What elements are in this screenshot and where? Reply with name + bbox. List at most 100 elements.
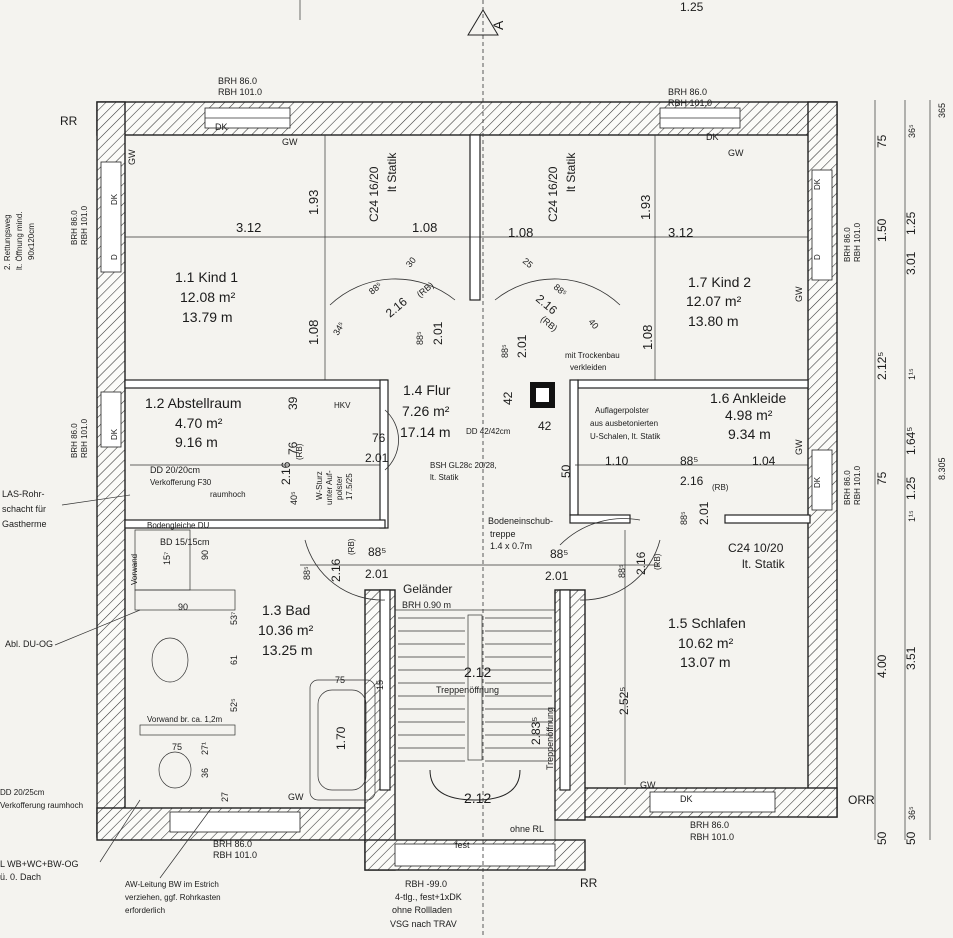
room-area: 10.62 m² xyxy=(678,635,734,651)
room-flur[interactable]: 1.4 Flur 7.26 m² 17.14 m xyxy=(400,382,451,440)
note: lt. Statik xyxy=(430,473,459,482)
dim: 2.12 xyxy=(464,790,491,806)
note: 90x120cm xyxy=(27,223,36,260)
dim: 1.50 xyxy=(875,218,889,242)
note: DK xyxy=(110,193,119,205)
note: RBH -99.0 xyxy=(405,879,447,889)
dim: 27 xyxy=(220,792,230,802)
gw-label: GW xyxy=(282,137,298,147)
note: RBH 101.0 xyxy=(690,832,734,842)
dim: (RB) xyxy=(653,553,662,570)
note: verziehen, ggf. Rohrkasten xyxy=(125,893,221,902)
note: 17.5/25 xyxy=(345,473,354,500)
room-abstellraum[interactable]: 1.2 Abstellraum 4.70 m² 9.16 m xyxy=(145,395,242,450)
note: ohne RL xyxy=(510,824,544,834)
note: Auflagerpolster xyxy=(595,406,649,415)
note: LAS-Rohr- xyxy=(2,489,45,499)
note: erforderlich xyxy=(125,906,165,915)
dim: 1.04 xyxy=(752,454,776,468)
note: Vorwand xyxy=(130,554,139,585)
dim: 1.08 xyxy=(640,325,655,350)
room-ankleide[interactable]: 1.6 Ankleide 4.98 m² 9.34 m xyxy=(710,390,786,442)
dim: 88⁵ xyxy=(679,511,689,525)
dim: 8.305 xyxy=(937,457,947,480)
note: DK xyxy=(680,794,693,804)
dim: 2.01 xyxy=(515,334,529,358)
note: GW xyxy=(640,780,656,790)
dim: 3.01 xyxy=(904,251,918,275)
dim: 1.08 xyxy=(508,225,533,240)
note: aus ausbetonierten xyxy=(590,419,658,428)
note: BRH 86.0 xyxy=(690,820,729,830)
note: schacht für xyxy=(2,504,46,514)
dim: 1.93 xyxy=(306,190,321,215)
room-bad[interactable]: 1.3 Bad 10.36 m² 13.25 m xyxy=(258,602,314,658)
window-brh: BRH 86.0 xyxy=(218,76,257,86)
room-area: 12.08 m² xyxy=(180,289,236,305)
note: BSH GL28c 20/28, xyxy=(430,461,497,470)
beam-label: C24 10/20 xyxy=(728,541,784,555)
dim: 76 xyxy=(372,431,386,445)
note: BRH 86.0 xyxy=(213,839,252,849)
note: GW xyxy=(288,792,304,802)
note: verkleiden xyxy=(570,363,606,372)
note: Bodeneinschub- xyxy=(488,516,553,526)
room-perimeter: 9.16 m xyxy=(175,434,218,450)
note: Abl. DU-OG xyxy=(5,639,53,649)
dim: 88⁵ xyxy=(415,331,425,345)
dim: 1.64⁵ xyxy=(904,427,918,455)
dim: 75 xyxy=(875,134,889,148)
dim: HKV xyxy=(334,401,351,410)
note: Vorwand br. ca. 1,2m xyxy=(147,715,222,724)
dim: 50 xyxy=(904,831,918,845)
note: lt. Öffnung mind. xyxy=(15,211,24,270)
dim: 15⁷ xyxy=(162,552,172,565)
room-name: 1.1 Kind 1 xyxy=(175,269,238,285)
dim: (RB) xyxy=(347,538,356,555)
note: fest xyxy=(455,840,470,850)
dim: 75 xyxy=(172,742,182,752)
dim: 36 xyxy=(200,768,210,778)
note: ORR xyxy=(848,793,875,807)
room-perimeter: 17.14 m xyxy=(400,424,451,440)
dim: 88⁵ xyxy=(500,344,510,358)
room-area: 12.07 m² xyxy=(686,293,742,309)
dim: 90 xyxy=(200,550,210,560)
note: unter Auf- xyxy=(325,470,334,505)
dim: 2.01 xyxy=(431,321,445,345)
room-perimeter: 13.79 m xyxy=(182,309,233,325)
staircase xyxy=(394,609,556,841)
dim: 88⁵ xyxy=(617,564,627,578)
dim: DD 42/42cm xyxy=(466,427,511,436)
room-perimeter: 9.34 m xyxy=(728,426,771,442)
dim: 2.16 xyxy=(329,558,343,582)
dim: 2.16 xyxy=(634,551,648,575)
beam-label: C24 16/20 xyxy=(546,166,560,222)
note: Geländer xyxy=(403,582,452,596)
dim: 40⁵ xyxy=(289,491,299,505)
dim: 1¹⁵ xyxy=(907,368,917,380)
room-name: 1.2 Abstellraum xyxy=(145,395,242,411)
note: GW xyxy=(794,439,804,455)
top-labels: 1.25 A RR BRH 86.0 RBH 101.0 BRH 86.0 RB… xyxy=(60,0,744,158)
right-dimension-chains: 75 1.50 2.12⁵ 75 4.00 50 36⁵ 1.25 1¹⁵ 1.… xyxy=(875,103,947,845)
dim: 1.93 xyxy=(638,195,653,220)
dim: 75 xyxy=(875,471,889,485)
note: DD 20/25cm xyxy=(0,788,45,797)
door-swings xyxy=(304,278,661,601)
interior-walls xyxy=(124,134,811,791)
note: DK xyxy=(110,428,119,440)
window-rbh: RBH 101.0 xyxy=(218,87,262,97)
dim: 2.16 xyxy=(279,461,293,485)
room-kind2[interactable]: 1.7 Kind 2 12.07 m² 13.80 m xyxy=(686,274,751,329)
room-kind1[interactable]: 1.1 Kind 1 12.08 m² 13.79 m xyxy=(175,269,238,325)
room-name: 1.3 Bad xyxy=(262,602,310,618)
dim: 2.16 xyxy=(680,474,704,488)
dim: 88⁵ xyxy=(680,454,698,468)
room-name: 1.7 Kind 2 xyxy=(688,274,751,290)
dim: 1.08 xyxy=(412,220,437,235)
note: AW-Leitung BW im Estrich xyxy=(125,880,219,889)
room-name: 1.5 Schlafen xyxy=(668,615,746,631)
room-schlafen[interactable]: 1.5 Schlafen 10.62 m² 13.07 m xyxy=(668,615,746,670)
